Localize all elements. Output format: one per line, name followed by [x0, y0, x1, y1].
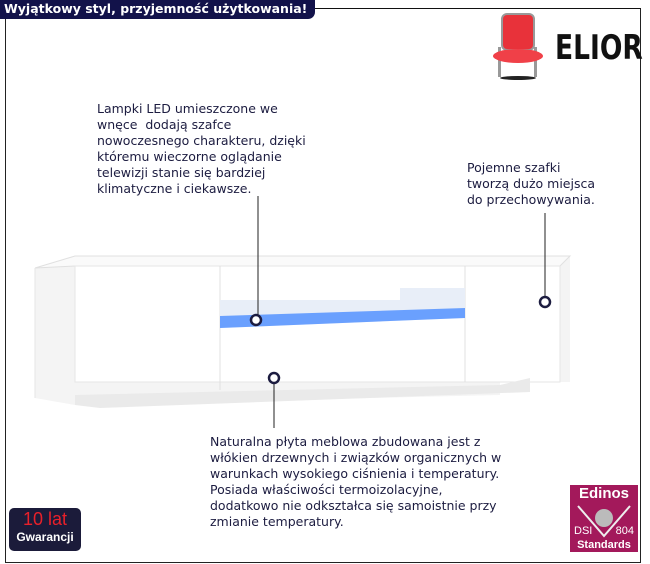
warranty-label: Gwarancji [16, 530, 74, 544]
banner-title: Wyjątkowy styl, przyjemność użytkowania! [0, 0, 316, 19]
brand-logo: ELIOR [555, 28, 643, 68]
cert-bottom: Standards [577, 539, 631, 551]
cert-v-icon [577, 505, 631, 538]
warranty-badge: 10 lat Gwarancji [9, 508, 81, 551]
edinos-certificate-badge: Edinos DSI 804 Standards [570, 485, 638, 552]
cert-right: 804 [615, 525, 634, 537]
warranty-years: 10 lat [22, 509, 68, 529]
frame [5, 8, 641, 563]
cert-left: DSI [574, 525, 593, 537]
callout-storage: Pojemne szafki tworzą dużo miejsca do pr… [467, 160, 596, 207]
callout-led: Lampki LED umieszczone we wnęce dodają s… [97, 101, 306, 196]
chair-logo-icon [493, 13, 543, 80]
callout-board: Naturalna płyta meblowa zbudowana jest z… [210, 434, 502, 529]
cert-title: Edinos [578, 485, 629, 502]
